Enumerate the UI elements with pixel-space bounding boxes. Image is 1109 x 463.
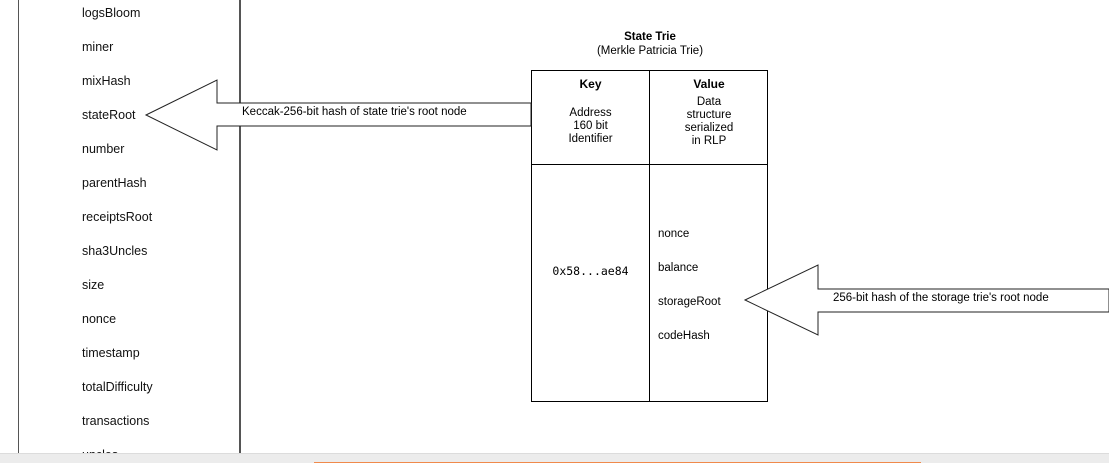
- state-trie-subtitle: (Merkle Patricia Trie): [596, 45, 704, 57]
- state-trie-title: State Trie: [624, 31, 676, 43]
- header-field-miner: miner: [82, 40, 114, 54]
- state-trie-table: Key Value Address 160 bit Identifier Dat…: [531, 70, 768, 402]
- value-column-header: Value: [693, 77, 725, 91]
- value-field-codehash: codeHash: [658, 330, 710, 342]
- value-field-storageroot: storageRoot: [658, 296, 721, 308]
- column-divider: [649, 71, 650, 401]
- value-field-nonce: nonce: [658, 228, 690, 240]
- storage-root-arrow: [743, 264, 1109, 336]
- header-field-totaldifficulty: totalDifficulty: [82, 380, 153, 394]
- header-field-logsbloom: logsBloom: [82, 6, 141, 20]
- header-field-sha3uncles: sha3Uncles: [82, 244, 148, 258]
- key-example-address: 0x58...ae84: [552, 264, 629, 278]
- header-field-receiptsroot: receiptsRoot: [82, 210, 153, 224]
- header-field-nonce: nonce: [82, 312, 117, 326]
- value-description: Data structure serialized in RLP: [684, 96, 734, 147]
- header-field-transactions: transactions: [82, 414, 150, 428]
- value-field-balance: balance: [658, 262, 699, 274]
- header-field-parenthash: parentHash: [82, 176, 147, 190]
- header-field-size: size: [82, 278, 105, 292]
- row-divider: [532, 164, 767, 165]
- key-column-header: Key: [579, 77, 602, 91]
- state-root-arrow: [144, 79, 532, 151]
- header-field-mixhash: mixHash: [82, 74, 131, 88]
- key-description: Address 160 bit Identifier: [568, 107, 613, 145]
- storage-root-arrow-label: 256-bit hash of the storage trie's root …: [833, 292, 1049, 304]
- state-root-arrow-label: Keccak-256-bit hash of state trie's root…: [242, 106, 467, 118]
- header-field-stateroot: stateRoot: [82, 108, 136, 122]
- block-header-panel: logsBloom miner mixHash stateRoot number…: [18, 0, 241, 458]
- bottom-scrollbar[interactable]: [0, 453, 1109, 463]
- header-field-timestamp: timestamp: [82, 346, 140, 360]
- header-field-number: number: [82, 142, 125, 156]
